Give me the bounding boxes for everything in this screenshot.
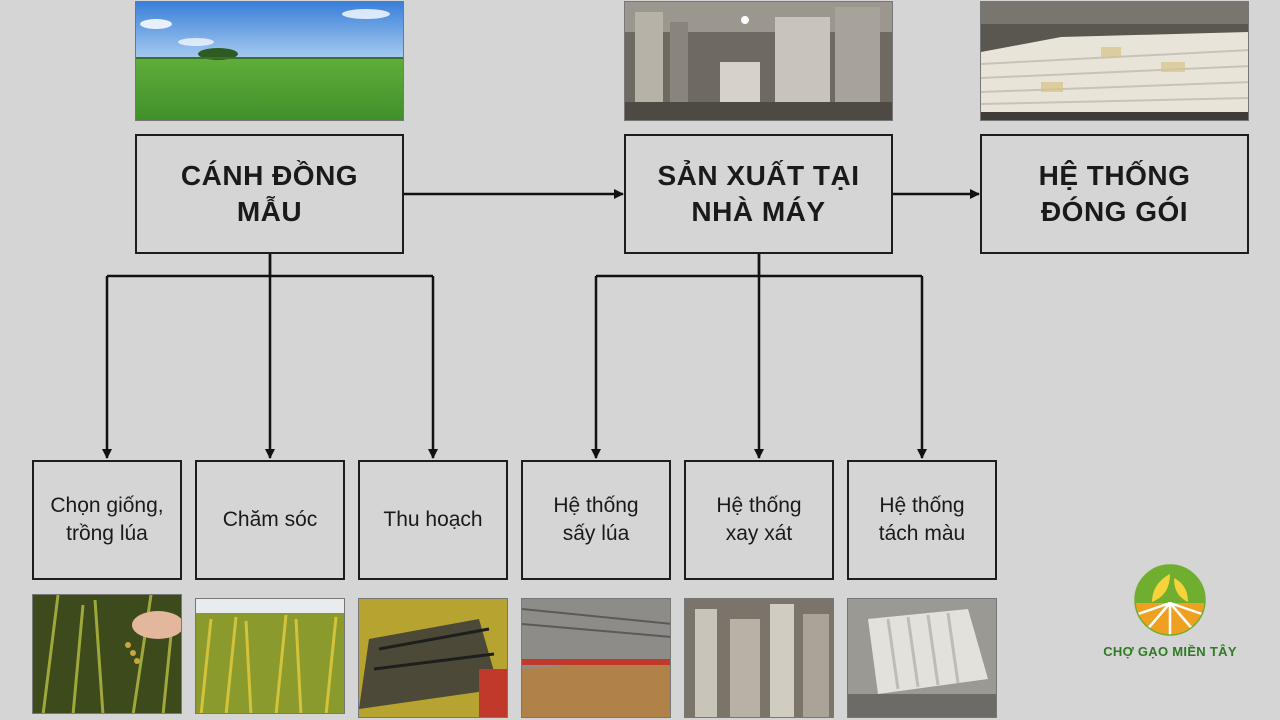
node-harvest-label: Thu hoạch bbox=[383, 508, 483, 531]
seed-photo bbox=[32, 594, 182, 714]
sorting-photo bbox=[847, 598, 997, 718]
node-seed: Chọn giống, trồng lúa bbox=[32, 460, 182, 580]
node-milling: Hệ thống xay xát bbox=[684, 460, 834, 580]
node-drying-label: Hệ thống sấy lúa bbox=[553, 494, 639, 545]
node-sorting-label: Hệ thống tách màu bbox=[878, 494, 966, 545]
node-factory: SẢN XUẤT TẠI NHÀ MÁY bbox=[624, 134, 893, 254]
packaging-photo bbox=[980, 1, 1249, 121]
node-field: CÁNH ĐỒNG MẪU bbox=[135, 134, 404, 254]
node-seed-label: Chọn giống, trồng lúa bbox=[50, 494, 164, 545]
node-harvest: Thu hoạch bbox=[358, 460, 508, 580]
harvest-photo bbox=[358, 598, 508, 718]
node-packaging: HỆ THỐNG ĐÓNG GÓI bbox=[980, 134, 1249, 254]
field-photo bbox=[135, 1, 404, 121]
node-field-label: CÁNH ĐỒNG MẪU bbox=[180, 160, 359, 227]
node-care-label: Chăm sóc bbox=[222, 508, 318, 531]
node-drying: Hệ thống sấy lúa bbox=[521, 460, 671, 580]
milling-photo bbox=[684, 598, 834, 718]
node-packaging-label: HỆ THỐNG ĐÓNG GÓI bbox=[1038, 160, 1191, 227]
brand-name: CHỢ GẠO MIỀN TÂY bbox=[1103, 644, 1237, 659]
brand-logo-icon bbox=[1134, 564, 1206, 636]
node-milling-label: Hệ thống xay xát bbox=[716, 494, 802, 545]
drying-photo bbox=[521, 598, 671, 718]
node-care: Chăm sóc bbox=[195, 460, 345, 580]
node-factory-label: SẢN XUẤT TẠI NHÀ MÁY bbox=[657, 160, 860, 227]
care-photo bbox=[195, 598, 345, 714]
node-sorting: Hệ thống tách màu bbox=[847, 460, 997, 580]
factory-photo bbox=[624, 1, 893, 121]
